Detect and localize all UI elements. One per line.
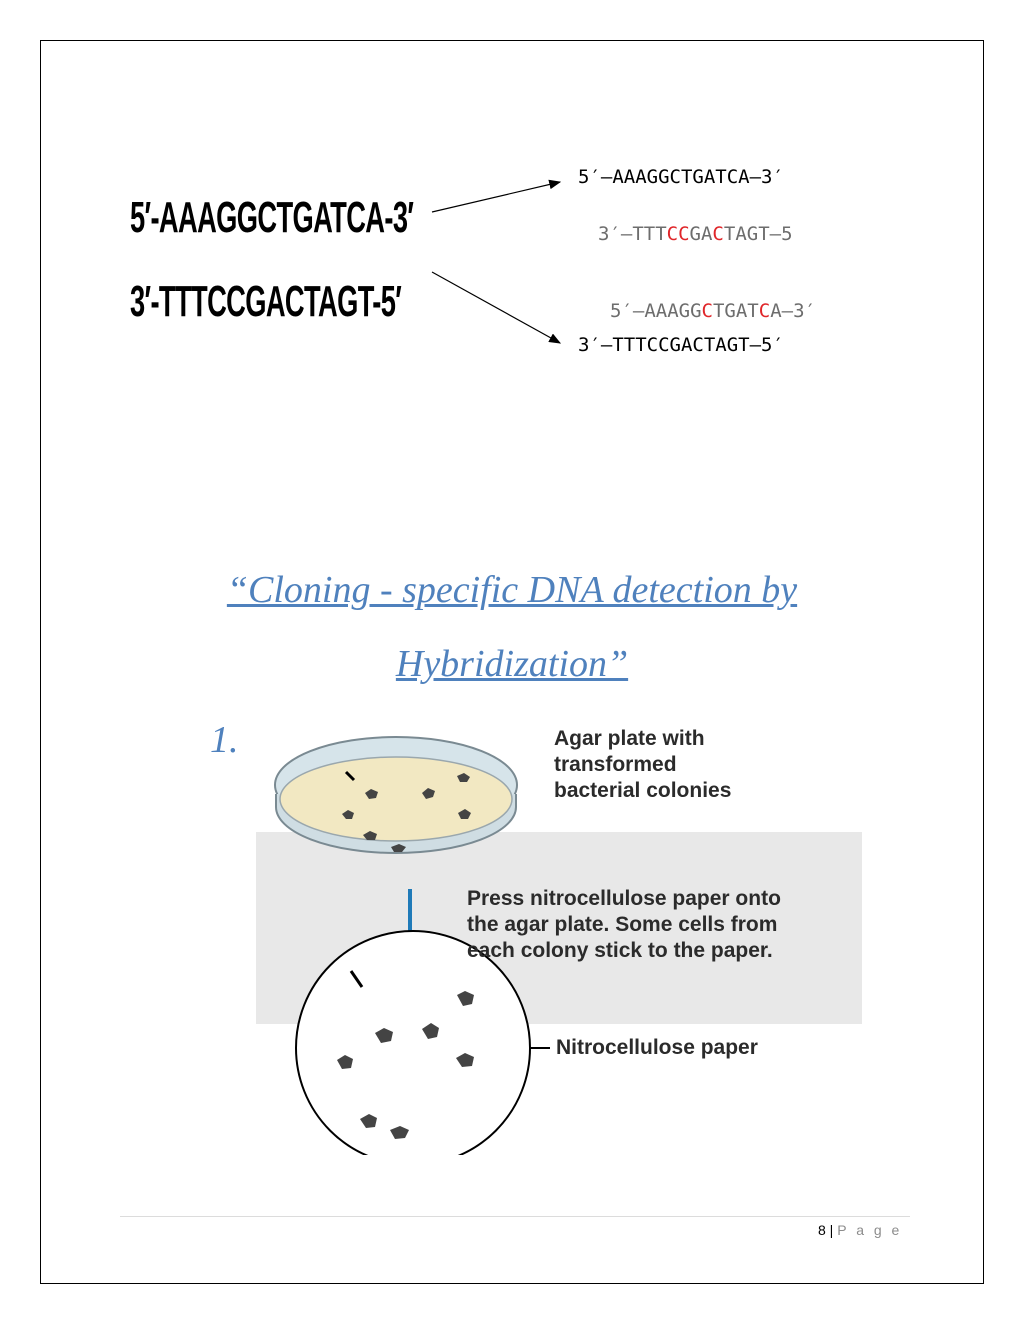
footer-rule [120, 1216, 910, 1217]
list-number: 1. [210, 719, 239, 761]
arrow-to-bottom-pair [431, 271, 562, 344]
nitrocellulose-paper-disc [295, 930, 531, 1155]
colony [363, 831, 377, 840]
arrow-to-top-pair [431, 179, 562, 213]
plate-colonies [342, 773, 471, 852]
section-heading-line-2: Hybridization” [395, 643, 629, 685]
separation-arrows [431, 179, 562, 344]
colony [365, 789, 378, 799]
nitrocellulose-paper-label: Nitrocellulose paper [556, 1036, 758, 1059]
dna-strand-figure: 5′-AAAGGCTGATCA-3′ 3′-TTTCCGACTAGT-5′ 5′… [120, 150, 910, 380]
colony [342, 810, 354, 819]
page-border [40, 40, 984, 1284]
colony [422, 1023, 439, 1039]
diagram-drawing [256, 736, 862, 1155]
plate-orientation-mark [344, 770, 356, 782]
agar-surface [279, 756, 513, 842]
page-number: 8 [818, 1222, 826, 1238]
colony [360, 1114, 377, 1128]
colony [337, 1055, 353, 1069]
paper-orientation-mark [349, 970, 364, 988]
colony [390, 1126, 409, 1139]
colony [391, 844, 406, 852]
right-pair-b-probe: 5′–AAAGGCTGATCA–3′ [610, 300, 816, 322]
hybridization-diagram: Agar plate with transformed bacterial co… [250, 715, 870, 1155]
colony [457, 773, 470, 782]
right-pair-a-probe: 3′–TTTCCGACTAGT–5 [598, 223, 793, 245]
colony [458, 809, 471, 819]
section-heading-line-1: “Cloning - specific DNA detection by [226, 569, 798, 611]
colony [422, 788, 435, 799]
agar-plate-label: Agar plate with transformed bacterial co… [554, 727, 732, 802]
page-word: P a g e [837, 1222, 903, 1238]
top-strand-large: 5′-AAAGGCTGATCA-3′ [130, 193, 414, 242]
page-footer: 8 | P a g e [818, 1222, 902, 1238]
right-pair-b-bottom: 3′–TTTCCGACTAGT–5′ [578, 334, 784, 356]
colony [456, 1053, 474, 1067]
colony [375, 1028, 393, 1043]
colony [457, 991, 474, 1006]
press-step-label: Press nitrocellulose paper onto the agar… [467, 887, 781, 962]
footer-separator: | [825, 1222, 838, 1238]
paper-colonies [337, 991, 474, 1139]
right-pair-a-top: 5′–AAAGGCTGATCA–3′ [578, 166, 784, 188]
bottom-strand-large: 3′-TTTCCGACTAGT-5′ [130, 277, 402, 326]
